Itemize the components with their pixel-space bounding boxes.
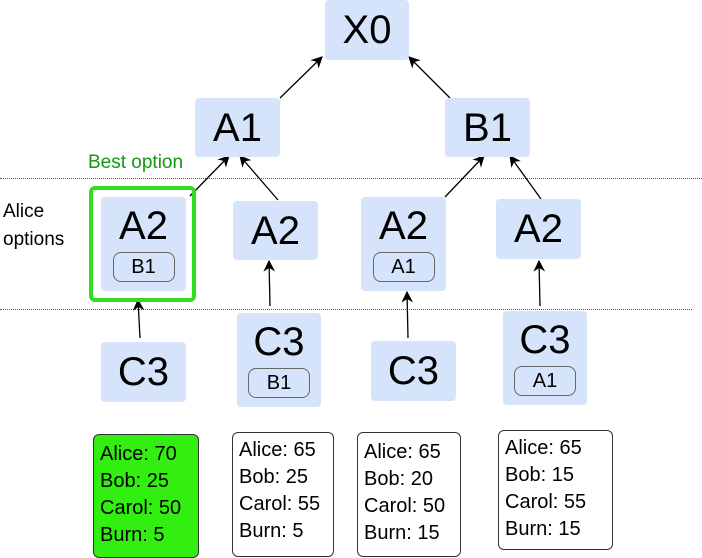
edge-c3_2-a2_2	[263, 259, 276, 307]
score-line: Burn: 15	[364, 522, 440, 544]
node-a2-3[interactable]: A2 A1	[361, 197, 446, 291]
node-label: C3	[387, 349, 440, 393]
node-label: A1	[213, 105, 262, 150]
score-line: Burn: 15	[505, 518, 581, 540]
node-label: A2	[379, 204, 428, 248]
score-line: Bob: 20	[364, 468, 433, 490]
node-b1[interactable]: B1	[445, 98, 530, 157]
node-a2-2[interactable]: A2	[233, 201, 318, 260]
best-option-highlight	[89, 186, 196, 302]
node-label: C3	[117, 350, 170, 394]
node-c3-4[interactable]: C3 A1	[503, 311, 587, 405]
edge-a1-x0	[279, 56, 323, 99]
node-sub-label: B1	[248, 368, 310, 398]
level-divider-bottom	[0, 309, 692, 310]
node-label: A2	[119, 204, 168, 248]
node-label: C3	[519, 318, 571, 362]
node-a2-4[interactable]: A2	[496, 199, 581, 259]
edge-b1-x0	[408, 56, 451, 99]
node-label: A2	[514, 207, 563, 251]
node-c3-1[interactable]: C3	[101, 342, 186, 402]
node-a1[interactable]: A1	[195, 98, 280, 157]
score-line: Alice: 70	[100, 443, 177, 465]
node-c3-3[interactable]: C3	[371, 341, 456, 401]
score-line: Bob: 25	[100, 470, 169, 492]
best-option-label: Best option	[88, 152, 184, 173]
edge-a2_3-b1	[444, 155, 485, 198]
node-sub-label: B1	[112, 252, 175, 282]
edge-c3_4-a2_4	[533, 259, 546, 307]
level-divider-top	[0, 178, 702, 179]
score-line: Bob: 15	[505, 464, 574, 486]
score-line: Bob: 25	[239, 466, 308, 488]
score-box-2: Alice: 65 Bob: 25 Carol: 55 Burn: 5	[232, 432, 334, 557]
score-box-3: Alice: 65 Bob: 20 Carol: 50 Burn: 15	[357, 432, 461, 557]
edge-c3_3-a2_3	[401, 290, 414, 339]
node-c3-2[interactable]: C3 B1	[237, 313, 321, 407]
node-label: A2	[251, 208, 300, 253]
score-line: Carol: 50	[364, 495, 446, 517]
edge-a2_1-a1	[189, 155, 230, 197]
node-x0[interactable]: X0	[325, 0, 409, 60]
node-label: X0	[342, 8, 392, 52]
score-line: Alice: 65	[505, 437, 582, 459]
node-sub-label: A1	[372, 252, 435, 282]
edge-c3_1-a2_1	[132, 298, 145, 339]
alice-options-label: Alice options	[3, 198, 64, 254]
alice-options-line: options	[3, 229, 65, 250]
edge-a2_2-a1	[239, 155, 279, 201]
alice-options-line: Alice	[3, 201, 45, 222]
score-line: Carol: 55	[505, 491, 587, 513]
score-line: Burn: 5	[239, 520, 304, 542]
node-label: C3	[253, 320, 305, 364]
score-line: Burn: 5	[100, 524, 165, 546]
score-box-4: Alice: 65 Bob: 15 Carol: 55 Burn: 15	[498, 430, 613, 550]
score-box-1: Alice: 70 Bob: 25 Carol: 50 Burn: 5	[93, 434, 199, 558]
score-line: Alice: 65	[239, 439, 316, 461]
score-line: Alice: 65	[364, 441, 441, 463]
score-line: Carol: 55	[239, 493, 321, 515]
node-sub-label: A1	[514, 366, 576, 396]
edge-a2_4-b1	[509, 155, 542, 200]
node-label: B1	[463, 105, 512, 150]
score-line: Carol: 50	[100, 497, 182, 519]
node-a2-1[interactable]: A2 B1	[101, 197, 186, 291]
